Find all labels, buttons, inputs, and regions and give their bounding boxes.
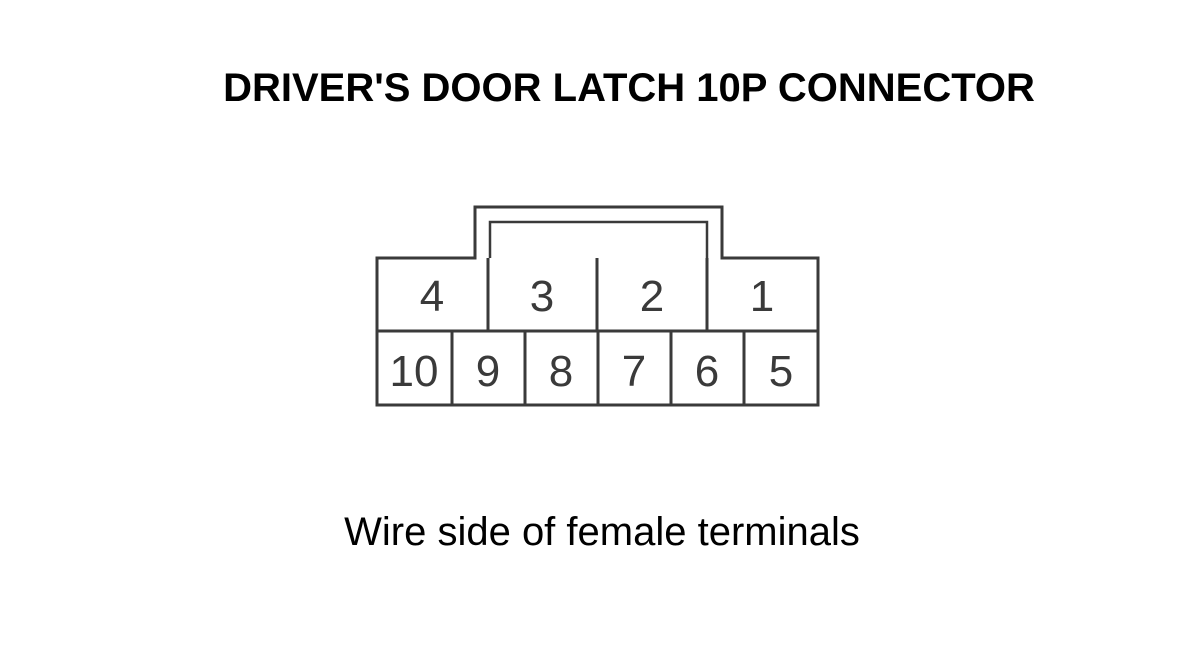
pin-label: 6 bbox=[695, 347, 719, 396]
bottom-row-pins: 10 9 8 7 6 5 bbox=[390, 347, 794, 396]
pin-label: 10 bbox=[390, 347, 439, 396]
pin-label: 4 bbox=[420, 272, 444, 321]
lock-tab bbox=[488, 220, 709, 258]
pin-label: 3 bbox=[530, 272, 554, 321]
diagram-title: DRIVER'S DOOR LATCH 10P CONNECTOR bbox=[223, 66, 1035, 110]
connector-body bbox=[375, 205, 820, 407]
pin-label: 1 bbox=[750, 272, 774, 321]
pin-label: 8 bbox=[549, 347, 573, 396]
top-row-pins: 4 3 2 1 bbox=[420, 272, 774, 321]
pin-label: 5 bbox=[769, 347, 793, 396]
pin-label: 9 bbox=[476, 347, 500, 396]
pin-label: 2 bbox=[640, 272, 664, 321]
pin-label: 7 bbox=[622, 347, 646, 396]
diagram-caption: Wire side of female terminals bbox=[344, 510, 860, 554]
